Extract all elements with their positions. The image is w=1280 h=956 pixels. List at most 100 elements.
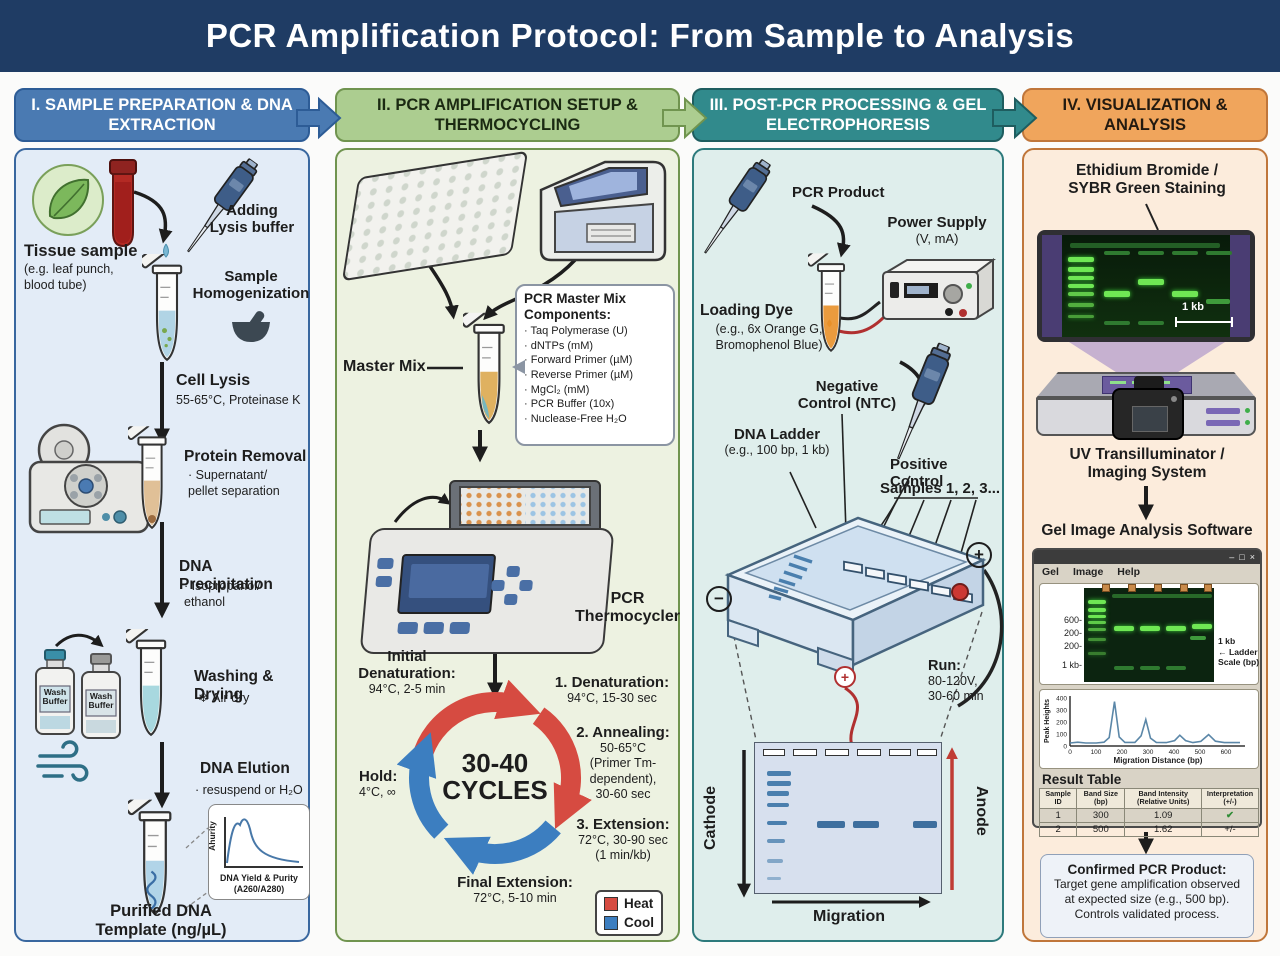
cathode-label: Cathode [702, 786, 719, 850]
homogenization-label: Sample Homogenization [192, 268, 310, 302]
plus-terminal-icon: + [834, 666, 856, 688]
svg-text:400: 400 [1056, 696, 1067, 703]
leaf-icon [32, 164, 104, 236]
confirmed-body: Target gene amplification observed at ex… [1053, 877, 1241, 921]
svg-text:300: 300 [1056, 708, 1067, 715]
software-label: Gel Image Analysis Software [1041, 522, 1253, 539]
gel-band [1166, 626, 1186, 631]
gel-well [857, 749, 881, 756]
monitor-purple-strip [1230, 235, 1250, 337]
gel-band [1104, 321, 1130, 325]
ladder-band [767, 803, 789, 807]
result-table: Sample ID Band Size (bp) Band Intensity … [1038, 788, 1259, 837]
mix-item: · Nuclease-Free H₂O [524, 412, 627, 425]
ladder-band [767, 877, 781, 880]
gel-band [1140, 626, 1160, 631]
software-gel-image [1084, 584, 1214, 682]
denaturation-step: 1. Denaturation: 94°C, 15-30 sec [554, 674, 670, 705]
master-mix-label: Master Mix [343, 358, 426, 375]
purified-dna-tube-icon [128, 798, 182, 920]
power-supply-label: Power Supply (V, mA) [887, 214, 987, 246]
dna-ladder-label: DNA Ladder (e.g., 100 bp, 1 kb) [724, 426, 830, 457]
mortar-pestle-icon [232, 311, 270, 342]
gel-band [1190, 636, 1206, 640]
cool-swatch [604, 915, 618, 930]
master-mix-callout: PCR Master Mix Components: · Taq Polymer… [512, 284, 675, 446]
mix-item: · Reverse Primer (µM) [524, 368, 634, 381]
thermocycler-label: PCR Thermocycler [575, 590, 680, 625]
svg-text:100: 100 [1091, 749, 1102, 756]
gel-band [1088, 608, 1106, 612]
gel-band [1088, 628, 1106, 631]
gel-band [1172, 251, 1198, 255]
ladder-band [767, 859, 783, 863]
ntc-label: Negative Control (NTC) [797, 378, 897, 412]
ladder-band [767, 839, 785, 843]
svg-text:300: 300 [1143, 749, 1154, 756]
gel-band [1104, 251, 1130, 255]
tissue-sample-sub: (e.g. leaf punch, blood tube) [24, 262, 114, 292]
mix-item: · Taq Polymerase (U) [524, 325, 628, 338]
gel-band [1138, 321, 1164, 325]
legend-heat-label: Heat [624, 896, 654, 911]
mix-item: · PCR Buffer (10x) [524, 398, 615, 411]
peak-trace [1069, 701, 1240, 744]
gel-image-monitor: 1 kb [1037, 230, 1255, 342]
gel-well [793, 749, 817, 756]
loading-dye-title: Loading Dye [700, 302, 794, 319]
gel-well-row [1070, 243, 1220, 248]
svg-text:100: 100 [1056, 732, 1067, 739]
gel-band [1068, 284, 1094, 288]
precipitation-title: DNA Precipitation [179, 558, 273, 593]
ladder-band [767, 781, 791, 786]
hold-step: Hold: 4°C, ∞ [359, 768, 398, 799]
comb-tab [1102, 584, 1110, 592]
samples-label: Samples 1, 2, 3... [880, 480, 1001, 497]
gel-band [1104, 291, 1130, 297]
gel-band [1140, 666, 1160, 670]
pcr-hood-icon [539, 160, 667, 262]
gel-well [763, 749, 785, 756]
gel-closeup [754, 742, 942, 894]
cycles-center-label: 30-40 CYCLES [442, 748, 548, 805]
window-close-icon: × [1249, 552, 1255, 562]
heat-swatch [604, 896, 618, 911]
confirmed-box: Confirmed PCR Product: Target gene ampli… [1040, 854, 1254, 938]
flow-arrow-3-icon [992, 96, 1038, 140]
result-table-header-row: Sample ID Band Size (bp) Band Intensity … [1038, 788, 1259, 809]
migration-label: Migration [813, 908, 885, 925]
gel-band [1088, 638, 1106, 641]
peak-chart-panel: 0 100 200 300 400 0 100 200 300 400 500 … [1039, 689, 1259, 769]
software-gel-panel: 600- 200- 200- 1 kb- 1 kb ← Ladder Scale… [1039, 583, 1259, 685]
gel-band [1206, 251, 1232, 255]
peak-chart-ylabel: Peak Heights [1044, 699, 1051, 743]
sample-tube-icon [142, 250, 192, 368]
pcr-product-label: PCR Product [792, 184, 885, 201]
comb-tab [1128, 584, 1136, 592]
gel-band [1114, 666, 1134, 670]
gel-band [1138, 279, 1164, 285]
purity-chart-xlabel: DNA Yield & Purity (A260/A280) [220, 873, 298, 894]
uv-label: UV Transilluminator / Imaging System [1069, 446, 1225, 481]
plus-electrode-icon: + [966, 542, 992, 568]
gel-band [1088, 652, 1106, 655]
wash-bottle-icon [35, 649, 75, 735]
gel-well [917, 749, 937, 756]
menu-help: Help [1117, 566, 1141, 578]
gel-band [1068, 276, 1094, 280]
monitor-gel-area: 1 kb [1062, 235, 1233, 337]
blood-tube-icon [109, 159, 137, 248]
precipitation-sub: · Isopropanol/ ethanol [184, 579, 261, 609]
tissue-sample-title: Tissue sample [24, 242, 138, 260]
column4-panel: Ethidium Bromide / SYBR Green Staining 1… [1022, 148, 1268, 942]
run-label: Run: 80-120V, 30-60 min [928, 658, 984, 704]
comb-tab [1204, 584, 1212, 592]
gel-band [1088, 621, 1106, 624]
column1-connectors [54, 190, 209, 909]
peak-chart: 0 100 200 300 400 0 100 200 300 400 500 … [1044, 696, 1245, 765]
peak-chart-xlabel: Migration Distance (bp) [1114, 756, 1203, 765]
washing-sub: ❄ Air dry [198, 690, 250, 705]
gel-band [1068, 267, 1094, 272]
purity-chart-ylabel: Ahurity [206, 821, 217, 851]
monitor-scale-label: 1 kb [1182, 301, 1205, 313]
